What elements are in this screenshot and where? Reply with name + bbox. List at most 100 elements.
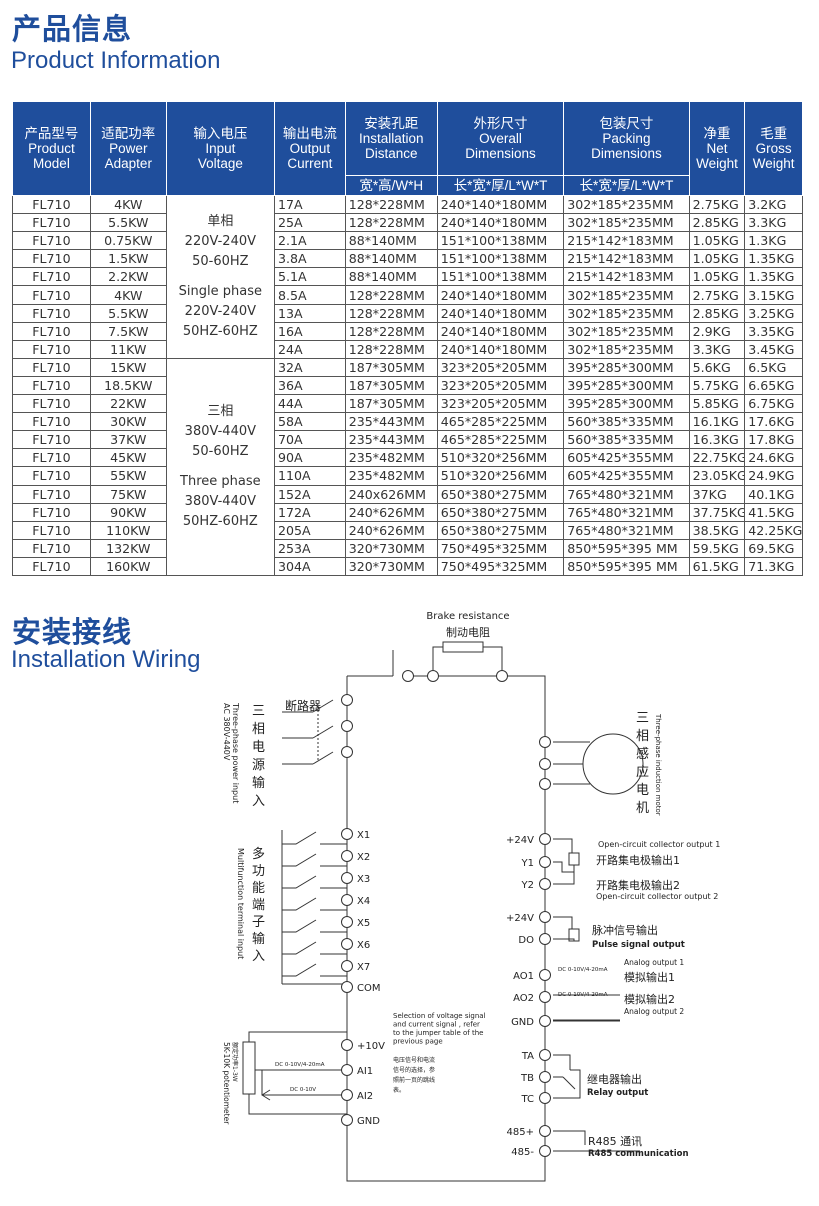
voltage-line: 220V-240V (184, 233, 257, 249)
table-cell: 132KW (89, 538, 167, 558)
table-cell: 215*142*183MM (563, 267, 690, 287)
pulse-label-cn: 脉冲信号输出 (592, 923, 658, 937)
table-cell: 88*140MM (344, 267, 438, 287)
output-terminal-label: TB (520, 1073, 534, 1084)
table-cell: 1.35KG (744, 249, 803, 269)
vertical-char: 输 (252, 931, 265, 947)
voltage-line: 50-60HZ (192, 253, 249, 269)
output-terminal-label: TC (520, 1094, 534, 1105)
table-cell: 323*205*205MM (436, 375, 565, 396)
table-cell: 187*305MM (344, 394, 438, 414)
table-cell: 560*385*335MM (563, 430, 690, 450)
output-terminal-label: +24V (506, 835, 534, 846)
table-cell: 320*730MM (344, 556, 438, 576)
jumper-note-line: 表。 (393, 1086, 405, 1094)
table-cell: 61.5KG (688, 556, 746, 576)
relay-label-en: Relay output (587, 1088, 648, 1098)
input-terminal-label: X5 (357, 918, 370, 929)
table-cell: 3.3KG (688, 339, 746, 359)
table-cell: 16A (273, 321, 346, 341)
product-title-cn: 产品信息 (12, 12, 133, 46)
input-terminal-label: X7 (357, 962, 370, 973)
jumper-note-line: to the jumper table of the (393, 1029, 483, 1037)
table-cell: 16.3KG (688, 430, 746, 450)
table-cell: 90A (273, 448, 346, 468)
jumper-note-line: 信号的选择，参 (393, 1066, 435, 1074)
table-cell: FL710 (12, 538, 91, 558)
table-cell: 110A (273, 466, 346, 486)
vertical-char: 感 (636, 746, 649, 762)
vertical-char: 相 (636, 729, 649, 744)
table-cell: 205A (273, 520, 346, 540)
table-cell: 2.2KW (89, 267, 167, 287)
analog-in-terminal-label: AI1 (357, 1066, 373, 1077)
table-cell: 395*285*300MM (563, 394, 690, 414)
table-cell: FL710 (12, 430, 91, 450)
table-cell: 3.3KG (744, 213, 803, 233)
table-cell: 0.75KW (89, 231, 167, 251)
table-cell: 187*305MM (344, 357, 438, 377)
table-cell: 7.5KW (89, 321, 167, 341)
terminal-circle (539, 1049, 551, 1061)
table-cell: 152A (273, 484, 346, 504)
vertical-char: 电 (636, 783, 649, 798)
table-cell: 1.3KG (744, 231, 803, 251)
table-cell: 3.45KG (744, 339, 803, 359)
table-cell: 40.1KG (744, 484, 803, 504)
table-cell: 36A (273, 375, 346, 396)
voltage-line: 50HZ-60HZ (182, 323, 258, 339)
terminal-circle (539, 758, 551, 770)
table-cell: 25A (273, 213, 346, 233)
terminal-circle (341, 1089, 353, 1101)
table-cell: FL710 (12, 394, 91, 414)
table-cell: 2.75KG (688, 194, 746, 215)
table-cell: 465*285*225MM (436, 412, 565, 432)
table-cell: 650*380*275MM (436, 520, 565, 540)
table-cell: 41.5KG (744, 502, 803, 522)
table-cell: 2.85KG (688, 303, 746, 323)
table-cell: 650*380*275MM (436, 502, 565, 522)
wiring-title-en: Installation Wiring (11, 646, 201, 673)
terminal-circle (539, 778, 551, 790)
table-cell: 1.05KG (688, 267, 746, 287)
table-cell: 605*425*355MM (563, 448, 690, 468)
voltage-line (169, 272, 272, 282)
terminal-circle (341, 828, 353, 840)
motor-label-en: Three-phase induction motor (654, 713, 662, 816)
output-terminal-label: 485+ (507, 1127, 534, 1138)
table-cell: 5.1A (273, 267, 346, 287)
table-cell: FL710 (12, 303, 91, 323)
input-terminal-label: X2 (357, 852, 370, 863)
voltage-line: 380V-440V (184, 493, 257, 509)
table-cell: 302*185*235MM (563, 213, 690, 233)
terminal-circle (427, 670, 439, 682)
table-cell: 850*595*395 MM (563, 538, 690, 558)
terminal-circle (341, 981, 353, 993)
table-cell: 2.75KG (688, 285, 746, 305)
table-cell: 160KW (89, 556, 167, 576)
table-cell: 24.9KG (744, 466, 803, 486)
voltage-line (169, 462, 272, 472)
brake-label-cn: 制动电阻 (446, 626, 490, 639)
voltage-line: 单相 (207, 213, 234, 229)
output-terminal-label: Y2 (521, 880, 534, 891)
output-terminal-label: Y1 (521, 858, 534, 869)
vertical-char: 功 (252, 864, 265, 879)
terminal-circle (539, 736, 551, 748)
table-cell: 240*140*180MM (436, 194, 565, 215)
table-cell: 5.5KW (89, 303, 167, 323)
oc1-label-cn: 开路集电极输出1 (596, 853, 680, 867)
table-cell: 22.75KG (688, 448, 746, 468)
